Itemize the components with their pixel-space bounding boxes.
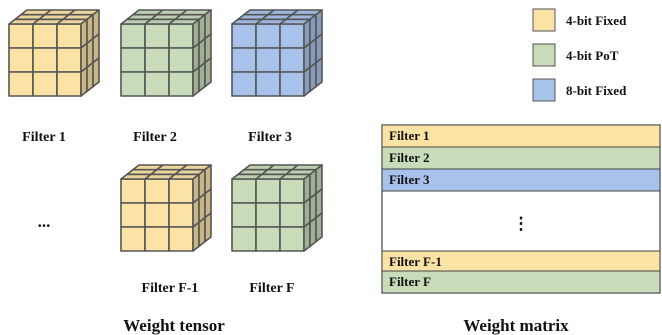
- cube-front-cell: [120, 47, 146, 73]
- cube-front-cell: [32, 23, 58, 49]
- matrix-row-filter-f-1-label: Filter F-1: [389, 254, 442, 269]
- filter-2-label: Filter 2: [133, 130, 177, 145]
- cube-side-cell: [309, 61, 317, 93]
- cube-front-cell: [120, 226, 146, 252]
- filter-f-cube: [231, 164, 323, 252]
- cube-front-cell: [168, 23, 194, 49]
- cube-front-cell: [231, 178, 257, 204]
- matrix-row-filter-f-label: Filter F: [389, 274, 431, 289]
- filter-f-1-cube: [120, 164, 212, 252]
- cube-front-cell: [279, 47, 305, 73]
- cube-side-cell: [315, 57, 323, 88]
- cube-front-cell: [231, 226, 257, 252]
- cube-front-cell: [120, 202, 146, 228]
- cube-side-cell: [315, 212, 323, 243]
- cube-front-cell: [279, 202, 305, 228]
- cube-front-cell: [56, 47, 82, 73]
- cube-front-cell: [32, 47, 58, 73]
- cube-front-cell: [255, 23, 281, 49]
- cube-front-cell: [255, 47, 281, 73]
- cube-side-cell: [303, 66, 311, 97]
- filter-1-label: Filter 1: [22, 130, 66, 145]
- cube-side-cell: [303, 221, 311, 252]
- legend-label-8bit-fixed: 8-bit Fixed: [566, 83, 627, 98]
- weight-tensor-caption: Weight tensor: [123, 316, 225, 335]
- cube-front-cell: [231, 202, 257, 228]
- cube-front-cell: [144, 202, 170, 228]
- cube-side-cell: [192, 221, 200, 252]
- cube-front-cell: [144, 47, 170, 73]
- cube-side-cell: [92, 57, 100, 88]
- filter-3-cube: [231, 9, 323, 97]
- cube-side-cell: [198, 216, 206, 248]
- cube-front-cell: [32, 71, 58, 97]
- cube-front-cell: [168, 71, 194, 97]
- cube-front-cell: [120, 71, 146, 97]
- cube-side-cell: [204, 57, 212, 88]
- cube-front-cell: [56, 23, 82, 49]
- cube-front-cell: [279, 23, 305, 49]
- cube-side-cell: [192, 66, 200, 97]
- legend-swatch-4bit-fixed: [532, 8, 556, 32]
- cube-front-cell: [8, 23, 34, 49]
- legend-label-4bit-fixed: 4-bit Fixed: [566, 13, 627, 28]
- cube-side-cell: [86, 61, 94, 93]
- cube-front-cell: [279, 178, 305, 204]
- matrix-row-filter-3: [381, 168, 661, 192]
- cube-front-cell: [56, 71, 82, 97]
- cube-front-cell: [255, 226, 281, 252]
- cube-front-cell: [255, 202, 281, 228]
- cube-front-cell: [255, 71, 281, 97]
- filter-f-label: Filter F: [249, 281, 294, 296]
- cube-front-cell: [144, 23, 170, 49]
- cube-front-cell: [144, 226, 170, 252]
- weight-matrix: Filter 1 Filter 2 Filter 3 ⋮ Filter F-1 …: [381, 124, 661, 294]
- tensor-ellipsis: ...: [38, 212, 51, 231]
- legend-label-4bit-pot: 4-bit PoT: [566, 48, 619, 63]
- cube-side-cell: [198, 61, 206, 93]
- legend-swatch-4bit-pot: [532, 43, 556, 67]
- cube-front-cell: [231, 23, 257, 49]
- cube-front-cell: [279, 226, 305, 252]
- cube-side-cell: [204, 212, 212, 243]
- matrix-row-filter-3-label: Filter 3: [389, 172, 430, 187]
- filter-2-cube: [120, 9, 212, 97]
- legend: 4-bit Fixed 4-bit PoT 8-bit Fixed: [532, 8, 627, 102]
- cube-side-cell: [80, 66, 88, 97]
- weight-matrix-caption: Weight matrix: [463, 316, 569, 335]
- cube-front-cell: [168, 202, 194, 228]
- cube-front-cell: [8, 71, 34, 97]
- cube-front-cell: [144, 178, 170, 204]
- filter-f-1-label: Filter F-1: [142, 281, 199, 296]
- cube-front-cell: [168, 226, 194, 252]
- filter-1-cube: [8, 9, 100, 97]
- cube-front-cell: [120, 23, 146, 49]
- matrix-row-filter-f: [381, 270, 661, 294]
- cube-front-cell: [231, 71, 257, 97]
- cube-front-cell: [168, 47, 194, 73]
- cube-side-cell: [309, 216, 317, 248]
- cube-front-cell: [144, 71, 170, 97]
- matrix-row-filter-1-label: Filter 1: [389, 128, 430, 143]
- matrix-row-filter-2-label: Filter 2: [389, 150, 430, 165]
- cube-front-cell: [231, 47, 257, 73]
- matrix-ellipsis: ⋮: [513, 214, 530, 233]
- cube-front-cell: [255, 178, 281, 204]
- cube-front-cell: [120, 178, 146, 204]
- filter-3-label: Filter 3: [248, 130, 292, 145]
- legend-swatch-8bit-fixed: [532, 78, 556, 102]
- cube-front-cell: [168, 178, 194, 204]
- cube-front-cell: [8, 47, 34, 73]
- cube-front-cell: [279, 71, 305, 97]
